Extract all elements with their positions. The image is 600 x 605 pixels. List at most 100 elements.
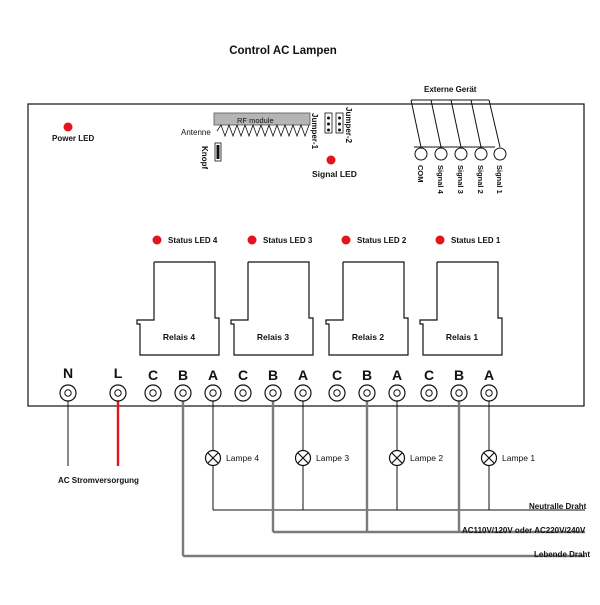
screw-terminal-core xyxy=(269,389,277,397)
screw-terminal-core xyxy=(64,389,72,397)
relay-label: Relais 2 xyxy=(352,332,384,342)
controller-board xyxy=(27,103,585,407)
voltage-label: AC110V/120V oder AC220V/240V xyxy=(462,526,586,535)
screw-terminal-core xyxy=(393,389,401,397)
relay-box xyxy=(419,261,503,356)
antenna-coil-icon xyxy=(216,123,310,138)
terminal-label: C xyxy=(148,367,158,383)
relay-label: Relais 4 xyxy=(163,332,195,342)
lamp-label: Lampe 4 xyxy=(226,453,259,463)
live-wire-label: Lebende Draht xyxy=(534,550,590,559)
jumper-2-label: Jumper-2 xyxy=(344,107,353,144)
status-leds: Status LED 4 Status LED 3 Status LED 2 Stat… xyxy=(152,235,501,245)
lamp-label: Lampe 3 xyxy=(316,453,349,463)
status-led-label: Status LED 2 xyxy=(357,236,407,245)
status-led-label: Status LED 3 xyxy=(263,236,313,245)
screw-terminal-core xyxy=(209,389,217,397)
lamp-label: Lampe 2 xyxy=(410,453,443,463)
external-device-label: Externe Gerät xyxy=(424,85,477,94)
status-led-label: Status LED 4 xyxy=(168,236,218,245)
jumper-2-pin-icon xyxy=(338,128,341,132)
jumper-1-label: Jumper-1 xyxy=(310,113,319,150)
antenna-label: Antenne xyxy=(181,128,211,137)
terminal-label: A xyxy=(392,367,402,383)
rf-module xyxy=(213,112,311,126)
wiring xyxy=(67,401,585,558)
jumper-1-pin-icon xyxy=(327,122,330,126)
external-terminal-icon xyxy=(493,147,507,161)
external-terminals: COM Signal 4 Signal 3 Signal 2 Signal 1 xyxy=(410,99,507,195)
status-led xyxy=(247,235,257,245)
screw-terminal-icon xyxy=(204,384,222,402)
lamp-cross xyxy=(297,452,309,464)
screw-terminal-icon xyxy=(450,384,468,402)
terminal-label: N xyxy=(63,365,73,381)
screw-terminal-icon xyxy=(264,384,282,402)
button-label: Knopf xyxy=(200,146,209,169)
jumper-2-pin-icon xyxy=(338,116,341,120)
external-wire xyxy=(410,99,422,148)
supply-label: AC Stromversorgung xyxy=(58,476,139,485)
terminal-label: B xyxy=(362,367,372,383)
signal-led-label: Signal LED xyxy=(312,169,357,179)
screw-terminal-icon xyxy=(59,384,77,402)
screw-terminal-core xyxy=(333,389,341,397)
terminal-label: C xyxy=(332,367,342,383)
lamp-cross xyxy=(391,452,403,464)
power-led xyxy=(63,122,73,132)
neutral-wire-label: Neutralle Draht xyxy=(529,502,587,511)
screw-terminal-core xyxy=(363,389,371,397)
screw-terminal-icon xyxy=(420,384,438,402)
lamp-icon xyxy=(294,449,312,467)
external-terminal-label: Signal 2 xyxy=(476,165,485,194)
relay-box xyxy=(136,261,220,356)
terminal-label: C xyxy=(424,367,434,383)
relay-label: Relais 3 xyxy=(257,332,289,342)
jumper-1-pin-icon xyxy=(327,128,330,132)
lamps: Lampe 4 Lampe 3 Lampe 2 Lampe 1 xyxy=(204,449,535,467)
status-led-label: Status LED 1 xyxy=(451,236,501,245)
screw-terminal-icon xyxy=(388,384,406,402)
external-terminal-label: Signal 3 xyxy=(456,165,465,194)
external-terminal-label: COM xyxy=(416,165,425,183)
external-terminal-label: Signal 1 xyxy=(495,165,504,194)
external-terminal-icon xyxy=(474,147,488,161)
lamp-label: Lampe 1 xyxy=(502,453,535,463)
terminal-label: A xyxy=(298,367,308,383)
external-wire xyxy=(430,99,442,148)
lamp-icon xyxy=(388,449,406,467)
jumper-2-pin-icon xyxy=(338,122,341,126)
screw-terminal-icon xyxy=(109,384,127,402)
external-wire xyxy=(450,99,462,148)
terminal-label: B xyxy=(454,367,464,383)
relay-box xyxy=(230,261,314,356)
screw-terminal-icon xyxy=(480,384,498,402)
relay-box xyxy=(325,261,409,356)
external-terminal-icon xyxy=(414,147,428,161)
terminal-label: A xyxy=(208,367,218,383)
status-led xyxy=(341,235,351,245)
screw-terminal-core xyxy=(114,389,122,397)
terminal-label: B xyxy=(178,367,188,383)
lamp-cross xyxy=(207,452,219,464)
power-led-label: Power LED xyxy=(52,134,94,143)
external-terminal-label: Signal 4 xyxy=(436,165,445,195)
external-terminal-icon xyxy=(454,147,468,161)
lamp-icon xyxy=(480,449,498,467)
screw-terminal-icon xyxy=(174,384,192,402)
lamp-cross xyxy=(483,452,495,464)
screw-terminal-icon xyxy=(328,384,346,402)
terminal-label: L xyxy=(114,365,123,381)
jumper-1-pin-icon xyxy=(327,116,330,120)
terminal-label: A xyxy=(484,367,494,383)
terminal-label: C xyxy=(238,367,248,383)
screw-terminal-core xyxy=(299,389,307,397)
external-wire xyxy=(470,99,482,148)
screw-terminal-core xyxy=(149,389,157,397)
screw-terminal-core xyxy=(179,389,187,397)
screw-terminal-core xyxy=(455,389,463,397)
